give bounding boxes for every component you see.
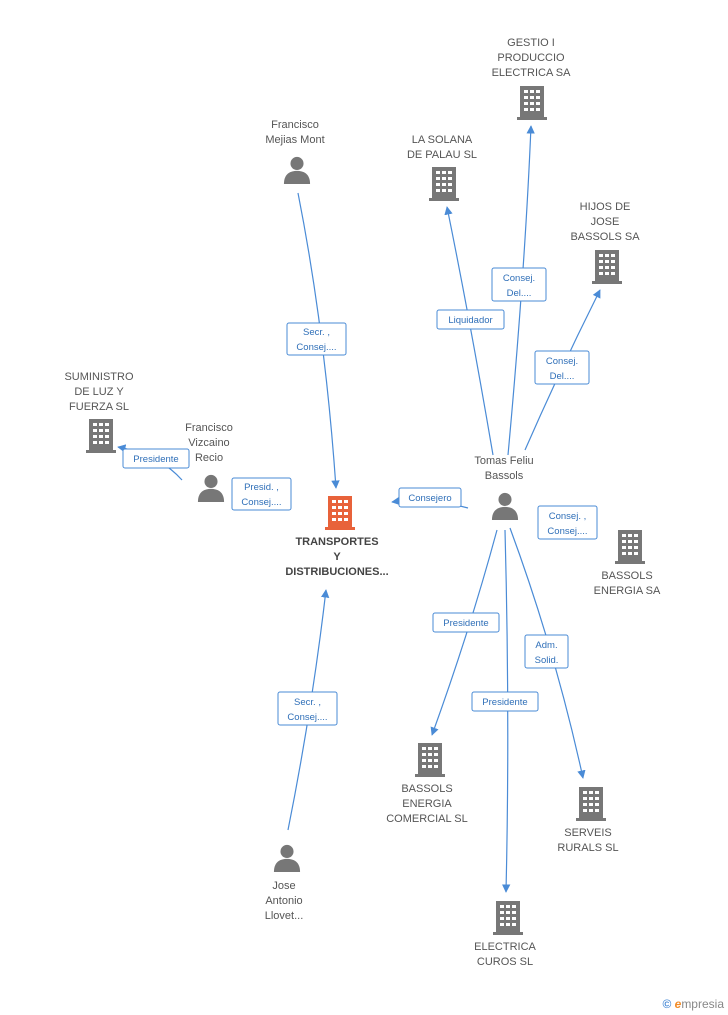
node-label-line: GESTIO I [507, 37, 555, 49]
node-la-solana[interactable]: LA SOLANA DE PALAU SL [407, 134, 477, 201]
node-label-line: FUERZA SL [69, 401, 129, 413]
edge-tag-line: Del.... [507, 288, 532, 299]
node-suministro-luz[interactable]: SUMINISTRO DE LUZ Y FUERZA SL [64, 371, 134, 453]
building-icon [86, 419, 116, 453]
edge-tag-tomas-to-bassols-sa[interactable]: Consej. , Consej.... [537, 505, 598, 540]
node-hijos-bassols[interactable]: HIJOS DE JOSE BASSOLS SA [570, 201, 640, 284]
node-label-line: Mejias Mont [265, 134, 324, 146]
node-label-line: BASSOLS [401, 783, 452, 795]
edge-tag-tomas-to-curos[interactable]: Presidente [471, 691, 539, 712]
edge-tag-line: Consej.... [241, 497, 281, 508]
edge-tag-line: Consejero [408, 493, 451, 504]
node-label-line: Llovet... [265, 910, 304, 922]
center-label-line: DISTRIBUCIONES... [285, 566, 388, 578]
node-label-line: Bassols [485, 470, 524, 482]
building-icon [415, 743, 445, 777]
edge-tag-mejias-to-center[interactable]: Secr. , Consej.... [286, 322, 347, 356]
node-label-line: BASSOLS SA [570, 231, 640, 243]
node-label-line: COMERCIAL SL [386, 813, 468, 825]
person-icon [273, 844, 301, 872]
node-serveis-rurals[interactable]: SERVEIS RURALS SL [557, 787, 619, 854]
node-gestio-produccio[interactable]: GESTIO I PRODUCCIO ELECTRICA SA [492, 37, 572, 120]
node-francisco-mejias[interactable]: Francisco Mejias Mont [265, 119, 325, 184]
edges [117, 125, 601, 893]
person-icon [197, 474, 225, 502]
node-label-line: ELECTRICA [474, 941, 536, 953]
edge-tag-line: Presidente [482, 697, 527, 708]
edge-tag-line: Solid. [535, 655, 559, 666]
node-label-line: BASSOLS [601, 570, 652, 582]
edge-tag-tomas-to-gestio[interactable]: Consej. Del.... [491, 267, 547, 302]
edge-tag-vizcaino-to-suministro[interactable]: Presidente [122, 448, 190, 469]
edge-tag-line: Presidente [443, 618, 488, 629]
node-label-line: PRODUCCIO [497, 52, 565, 64]
edge-tag-line: Del.... [550, 371, 575, 382]
edge-tag-line: Presidente [133, 454, 178, 465]
edge-tag-line: Presid. , [244, 482, 279, 493]
brand-initial: e [674, 997, 682, 1011]
node-electrica-curos[interactable]: ELECTRICA CUROS SL [474, 901, 537, 968]
copyright-icon: © [662, 997, 672, 1011]
node-label-line: JOSE [591, 216, 620, 228]
node-label-line: DE PALAU SL [407, 149, 477, 161]
node-label-line: LA SOLANA [412, 134, 473, 146]
edge-tag-tomas-to-serveis[interactable]: Adm. Solid. [524, 634, 569, 669]
node-label-line: HIJOS DE [580, 201, 631, 213]
node-label-line: RURALS SL [557, 842, 618, 854]
node-label-line: CUROS SL [477, 956, 533, 968]
node-label-line: Recio [195, 452, 223, 464]
edge-tag-line: Secr. , [303, 327, 330, 338]
node-label-line: ENERGIA SA [594, 585, 661, 597]
edge-tag-line: Consej.... [287, 712, 327, 723]
edge-tag-jose-to-center[interactable]: Secr. , Consej.... [277, 691, 338, 726]
person-icon [491, 492, 519, 520]
edge-tag-line: Consej. [546, 356, 578, 367]
edge-tag-vizcaino-to-center[interactable]: Presid. , Consej.... [231, 477, 292, 511]
edge-tomas-to-solana [444, 206, 494, 456]
center-label-line: Y [333, 551, 341, 563]
edge-tag-tomas-to-center[interactable]: Consejero [398, 487, 462, 508]
edge-tag-line: Consej.... [296, 342, 336, 353]
node-label-line: Tomas Feliu [474, 455, 533, 467]
node-tomas-feliu[interactable]: Tomas Feliu Bassols [474, 455, 534, 520]
edge-tag-line: Liquidador [448, 315, 492, 326]
node-label-line: Jose [272, 880, 295, 892]
node-label-line: ELECTRICA SA [492, 67, 572, 79]
node-label-line: Vizcaino [188, 437, 229, 449]
edge-tag-tomas-to-hijos[interactable]: Consej. Del.... [534, 350, 590, 385]
edge-tag-line: Secr. , [294, 697, 321, 708]
node-jose-antonio[interactable]: Jose Antonio Llovet... [265, 844, 304, 922]
node-label-line: Francisco [271, 119, 319, 131]
edge-tag-tomas-to-solana[interactable]: Liquidador [436, 309, 505, 330]
edge-tag-line: Consej.... [547, 526, 587, 537]
node-label-line: DE LUZ Y [74, 386, 124, 398]
node-label-line: SERVEIS [564, 827, 612, 839]
center-company-node[interactable]: TRANSPORTES Y DISTRIBUCIONES... [285, 496, 389, 578]
node-francisco-vizcaino[interactable]: Francisco Vizcaino Recio [185, 422, 233, 502]
center-label-line: TRANSPORTES [295, 536, 378, 548]
node-bassols-energia-sa[interactable]: BASSOLS ENERGIA SA [594, 530, 661, 597]
edge-tag-line: Consej. [503, 273, 535, 284]
building-icon [493, 901, 523, 935]
node-label-line: Francisco [185, 422, 233, 434]
edge-tomas-to-curos [501, 529, 511, 893]
building-icon [429, 167, 459, 201]
node-bassols-energia-comercial[interactable]: BASSOLS ENERGIA COMERCIAL SL [386, 743, 468, 825]
building-icon [615, 530, 645, 564]
brand-name: mpresia [681, 997, 724, 1011]
edge-tag-line: Consej. , [549, 511, 587, 522]
building-icon [576, 787, 606, 821]
edge-tags: Secr. , Consej.... Presid. , Consej.... … [122, 267, 598, 726]
node-label-line: SUMINISTRO [64, 371, 134, 383]
edge-tag-line: Adm. [535, 640, 557, 651]
edge-tag-tomas-to-comercial[interactable]: Presidente [432, 612, 500, 633]
node-label-line: Antonio [265, 895, 302, 907]
person-icon [283, 156, 311, 184]
building-icon [517, 86, 547, 120]
building-icon [325, 496, 355, 530]
footer-brand: © empresia [662, 997, 724, 1011]
building-icon [592, 250, 622, 284]
node-label-line: ENERGIA [402, 798, 452, 810]
